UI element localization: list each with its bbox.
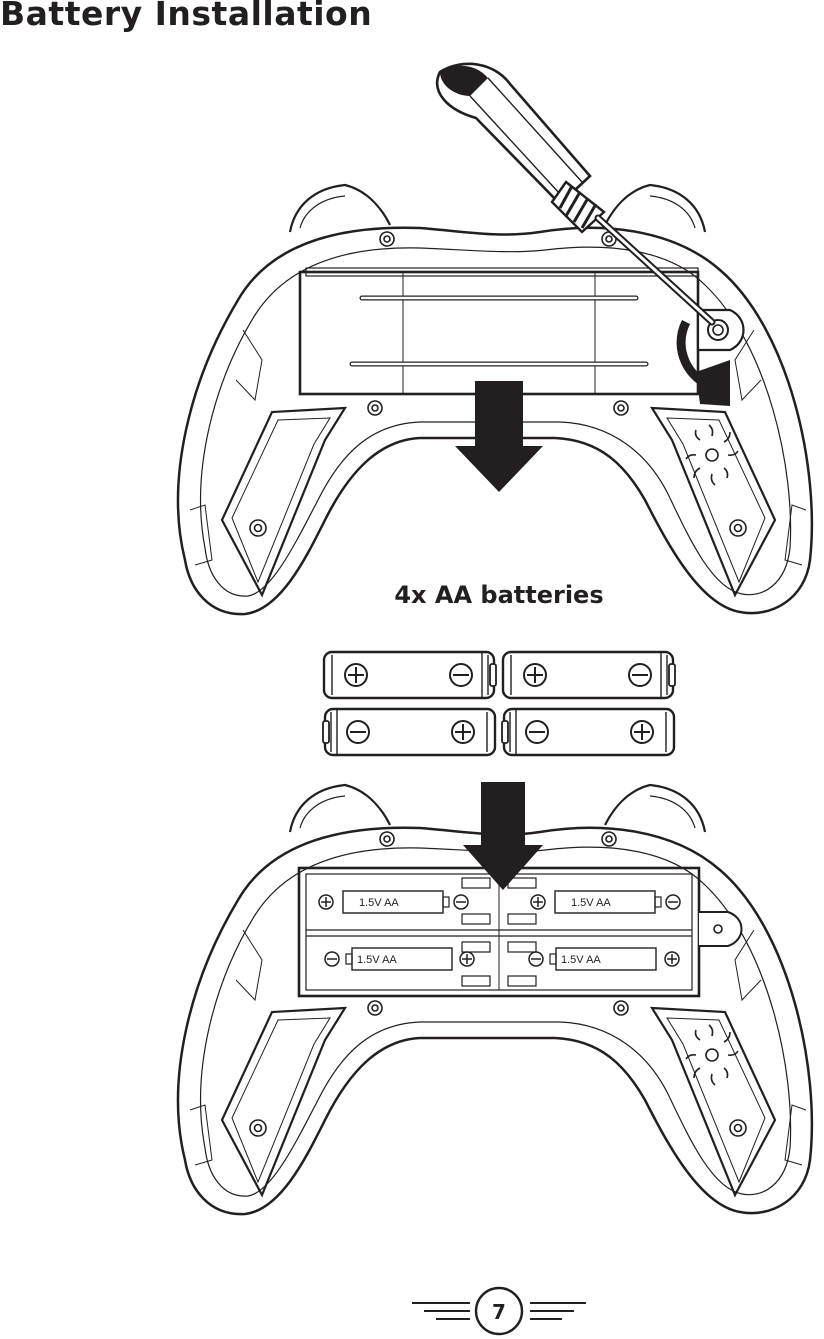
battery-icon xyxy=(321,650,677,757)
page-number-ornament: 7 xyxy=(412,1286,586,1336)
page-number: 7 xyxy=(492,1300,506,1324)
down-arrow-icon xyxy=(463,782,543,890)
page-title: Battery Installation xyxy=(0,0,373,33)
controller-back-open xyxy=(176,62,814,616)
compartment-label: 1.5V AA xyxy=(571,897,611,909)
compartment-label: 1.5V AA xyxy=(561,954,601,966)
rotate-arrow-icon xyxy=(676,319,730,406)
compartment-label: 1.5V AA xyxy=(359,897,399,909)
battery-compartment: 1.5V AA 1.5V AA 1.5V AA 1.5V AA xyxy=(297,866,743,998)
controller-back-compartment: 1.5V AA 1.5V AA 1.5V AA 1.5V AA xyxy=(176,783,814,1216)
compartment-label: 1.5V AA xyxy=(357,954,397,966)
screwdriver-icon xyxy=(435,62,716,326)
battery-caption: 4x AA batteries xyxy=(394,581,603,609)
battery-door xyxy=(298,267,700,396)
down-arrow-icon xyxy=(455,381,543,492)
